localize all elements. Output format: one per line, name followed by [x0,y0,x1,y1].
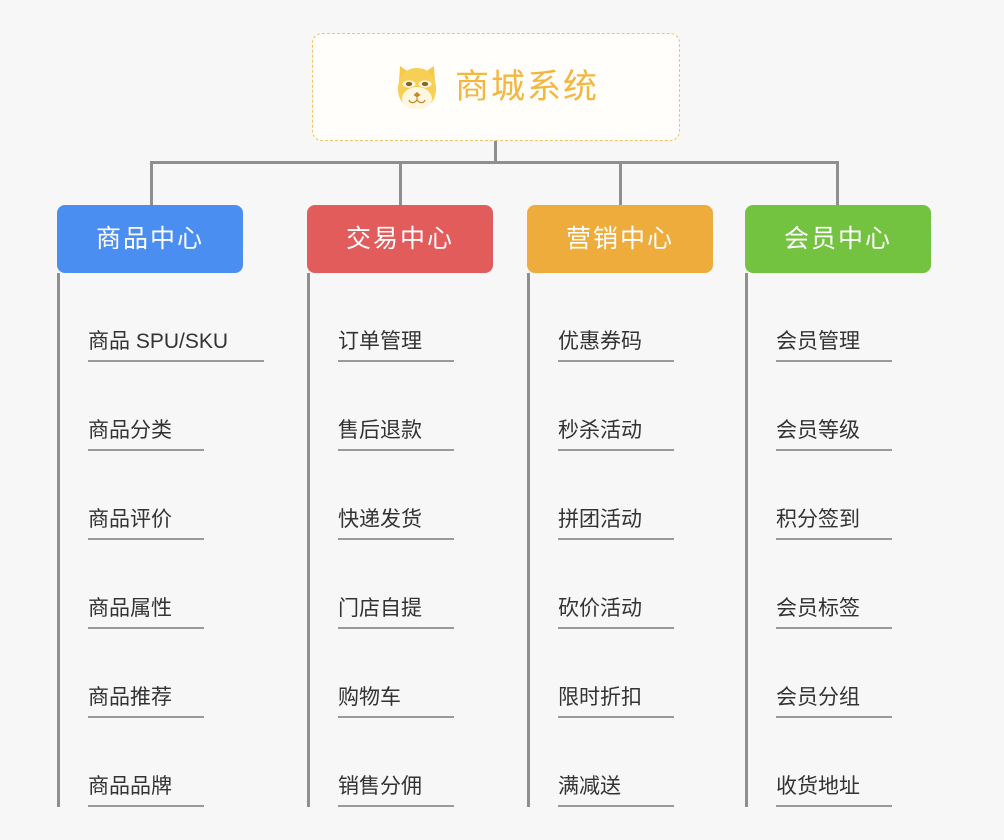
category-label: 商品中心 [95,224,204,253]
leaf-label: 收货地址 [776,774,860,798]
leaf-label: 秒杀活动 [558,418,642,442]
leaf-item[interactable]: 优惠券码 [530,273,713,362]
leaf-item[interactable]: 会员标签 [748,540,931,629]
leaf-label: 积分签到 [776,507,860,531]
leaf-label: 砍价活动 [558,596,642,620]
leaf-label: 商品属性 [88,596,172,620]
leaf-label: 门店自提 [338,596,422,620]
leaf-item[interactable]: 拼团活动 [530,451,713,540]
leaf-item[interactable]: 购物车 [310,629,493,718]
leaf-label: 会员等级 [776,418,860,442]
leaf-label: 优惠券码 [558,329,642,353]
category-label: 会员中心 [783,224,892,253]
column-trade-center: 交易中心 订单管理 售后退款 快递发货 门店自提 购物车 销售分佣 [307,205,493,807]
leaf-item[interactable]: 商品推荐 [60,629,243,718]
leaf-item[interactable]: 收货地址 [748,718,931,807]
leaf-label: 商品推荐 [88,685,172,709]
leaf-item[interactable]: 售后退款 [310,362,493,451]
leaf-item[interactable]: 订单管理 [310,273,493,362]
leaf-item[interactable]: 积分签到 [748,451,931,540]
leaf-list-member-center: 会员管理 会员等级 积分签到 会员标签 会员分组 收货地址 [745,273,931,807]
leaf-label: 拼团活动 [558,507,642,531]
leaf-label: 会员管理 [776,329,860,353]
connector-drop-column-4 [836,161,839,205]
leaf-item[interactable]: 会员等级 [748,362,931,451]
leaf-item[interactable]: 满减送 [530,718,713,807]
leaf-item[interactable]: 商品品牌 [60,718,243,807]
leaf-item[interactable]: 快递发货 [310,451,493,540]
category-box-member-center[interactable]: 会员中心 [745,205,931,273]
leaf-item[interactable]: 门店自提 [310,540,493,629]
leaf-label: 商品 SPU/SKU [88,329,229,353]
leaf-item[interactable]: 商品 SPU/SKU [60,273,264,362]
shiba-dog-icon [393,62,441,112]
leaf-item[interactable]: 砍价活动 [530,540,713,629]
leaf-label: 销售分佣 [338,774,422,798]
leaf-label: 商品分类 [88,418,172,442]
leaf-item[interactable]: 商品评价 [60,451,243,540]
leaf-label: 满减送 [558,774,621,798]
leaf-label: 订单管理 [338,329,422,353]
leaf-label: 会员分组 [776,685,860,709]
connector-drop-column-2 [399,161,402,205]
leaf-label: 会员标签 [776,596,860,620]
leaf-item[interactable]: 会员管理 [748,273,931,362]
connector-root-stem [494,141,497,163]
leaf-item[interactable]: 商品属性 [60,540,243,629]
leaf-label: 购物车 [338,685,401,709]
leaf-list-product-center: 商品 SPU/SKU 商品分类 商品评价 商品属性 商品推荐 商品品牌 [57,273,264,807]
leaf-list-trade-center: 订单管理 售后退款 快递发货 门店自提 购物车 销售分佣 [307,273,493,807]
leaf-item[interactable]: 限时折扣 [530,629,713,718]
leaf-item[interactable]: 商品分类 [60,362,243,451]
root-node-mall-system[interactable]: 商城系统 [312,33,680,141]
leaf-item[interactable]: 秒杀活动 [530,362,713,451]
category-box-marketing-center[interactable]: 营销中心 [527,205,713,273]
connector-drop-column-1 [150,161,153,205]
leaf-label: 限时折扣 [558,685,642,709]
category-box-product-center[interactable]: 商品中心 [57,205,243,273]
leaf-list-marketing-center: 优惠券码 秒杀活动 拼团活动 砍价活动 限时折扣 满减送 [527,273,713,807]
leaf-label: 快递发货 [338,507,422,531]
connector-drop-column-3 [619,161,622,205]
category-label: 交易中心 [345,224,454,253]
root-title: 商城系统 [455,68,599,106]
category-box-trade-center[interactable]: 交易中心 [307,205,493,273]
leaf-item[interactable]: 销售分佣 [310,718,493,807]
leaf-label: 商品品牌 [88,774,172,798]
connector-horizontal-bus [150,161,838,164]
column-member-center: 会员中心 会员管理 会员等级 积分签到 会员标签 会员分组 收货地址 [745,205,931,807]
column-marketing-center: 营销中心 优惠券码 秒杀活动 拼团活动 砍价活动 限时折扣 满减送 [527,205,713,807]
leaf-item[interactable]: 会员分组 [748,629,931,718]
category-label: 营销中心 [565,224,674,253]
leaf-label: 商品评价 [88,507,172,531]
leaf-label: 售后退款 [338,418,422,442]
column-product-center: 商品中心 商品 SPU/SKU 商品分类 商品评价 商品属性 商品推荐 商品品牌 [57,205,264,807]
